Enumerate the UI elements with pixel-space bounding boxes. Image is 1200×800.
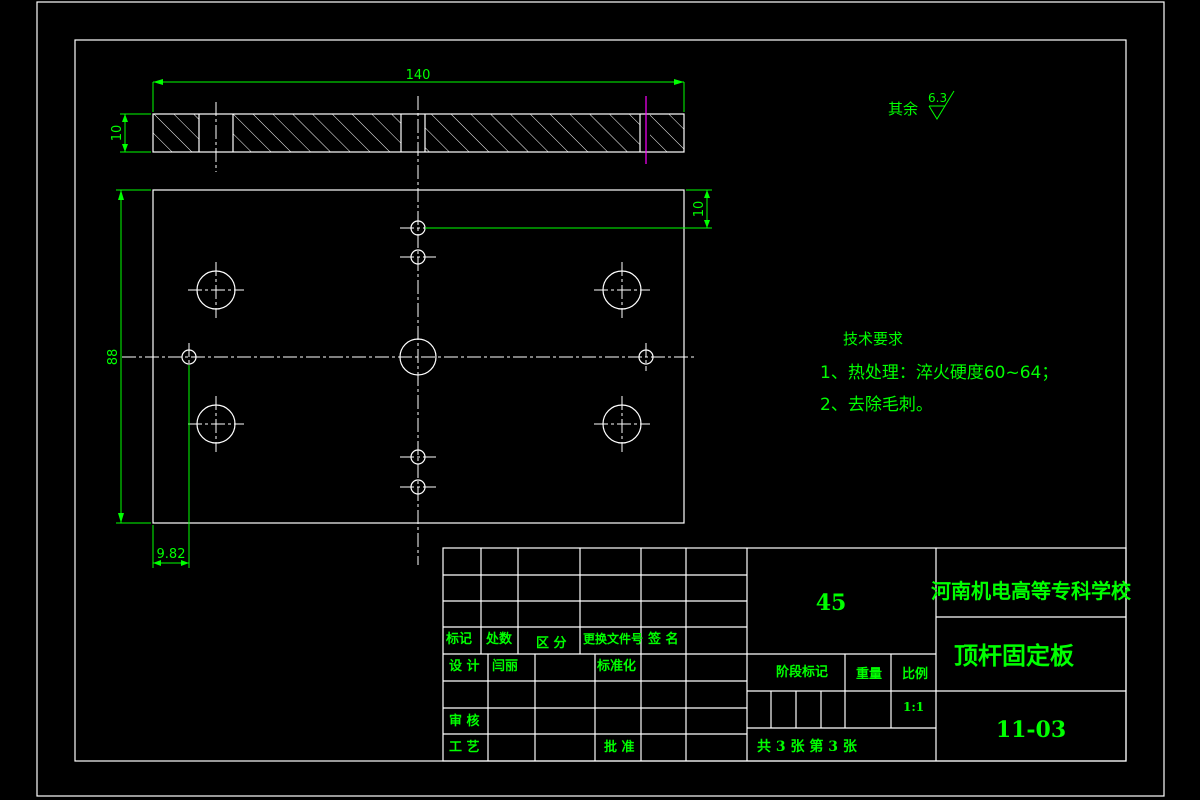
dim-thickness: 10 bbox=[110, 113, 151, 153]
school-name: 河南机电高等专科学校 bbox=[931, 579, 1132, 603]
dim-edge-offset: 9.82 bbox=[152, 365, 190, 568]
svg-text:比例: 比例 bbox=[902, 666, 928, 682]
hole-top-left bbox=[188, 262, 244, 318]
part-name: 顶杆固定板 bbox=[954, 641, 1075, 670]
dim-width: 140 bbox=[152, 68, 685, 112]
hole-center bbox=[399, 338, 437, 376]
tech-req-item-1: 1、热处理：淬火硬度60~64； bbox=[820, 363, 1058, 383]
title-block: 标记 处数 区 分 更换文件号 签 名 设 计 闫丽 标准化 审 核 工 艺 批… bbox=[442, 547, 1132, 762]
svg-text:工 艺: 工 艺 bbox=[449, 739, 480, 755]
svg-text:标记: 标记 bbox=[445, 631, 472, 647]
tech-req-title: 技术要求 bbox=[843, 330, 903, 348]
svg-text:标准化: 标准化 bbox=[596, 658, 636, 674]
tech-req-item-2: 2、去除毛刺。 bbox=[820, 395, 933, 415]
svg-text:区 分: 区 分 bbox=[536, 635, 567, 651]
svg-text:其余: 其余 bbox=[888, 100, 918, 118]
svg-text:批 准: 批 准 bbox=[604, 739, 635, 755]
dim-top-offset-label: 10 bbox=[692, 201, 707, 218]
svg-text:重量: 重量 bbox=[856, 666, 882, 682]
svg-text:设 计: 设 计 bbox=[449, 658, 480, 674]
material-value: 45 bbox=[816, 590, 847, 616]
svg-text:1:1: 1:1 bbox=[903, 700, 924, 714]
svg-text:阶段标记: 阶段标记 bbox=[776, 664, 828, 680]
drawing-number: 11-03 bbox=[996, 717, 1066, 743]
roughness-note: 其余 6.3 bbox=[888, 90, 955, 120]
svg-text:审 核: 审 核 bbox=[449, 713, 480, 729]
outer-border bbox=[36, 1, 1165, 797]
dim-height: 88 bbox=[106, 189, 151, 524]
dim-width-label: 140 bbox=[406, 68, 431, 83]
dim-top-offset: 10 bbox=[425, 189, 712, 229]
svg-text:闫丽: 闫丽 bbox=[492, 658, 518, 674]
plan-view bbox=[122, 189, 696, 524]
dim-edge-offset-label: 9.82 bbox=[157, 547, 186, 562]
dim-thickness-label: 10 bbox=[110, 125, 125, 142]
roughness-symbol-icon bbox=[928, 90, 955, 120]
svg-text:签 名: 签 名 bbox=[647, 631, 679, 647]
hole-bottom-right bbox=[594, 396, 650, 452]
technical-requirements: 技术要求 1、热处理：淬火硬度60~64； 2、去除毛刺。 bbox=[820, 330, 1058, 415]
hole-top-right bbox=[594, 262, 650, 318]
svg-text:处数: 处数 bbox=[485, 631, 513, 647]
svg-text:共 3 张 第 3 张: 共 3 张 第 3 张 bbox=[757, 738, 858, 755]
hole-bottom-left bbox=[188, 396, 244, 452]
svg-text:6.3: 6.3 bbox=[928, 91, 947, 105]
dim-height-label: 88 bbox=[106, 349, 121, 366]
section-view bbox=[152, 96, 685, 565]
svg-text:更换文件号: 更换文件号 bbox=[583, 631, 643, 646]
